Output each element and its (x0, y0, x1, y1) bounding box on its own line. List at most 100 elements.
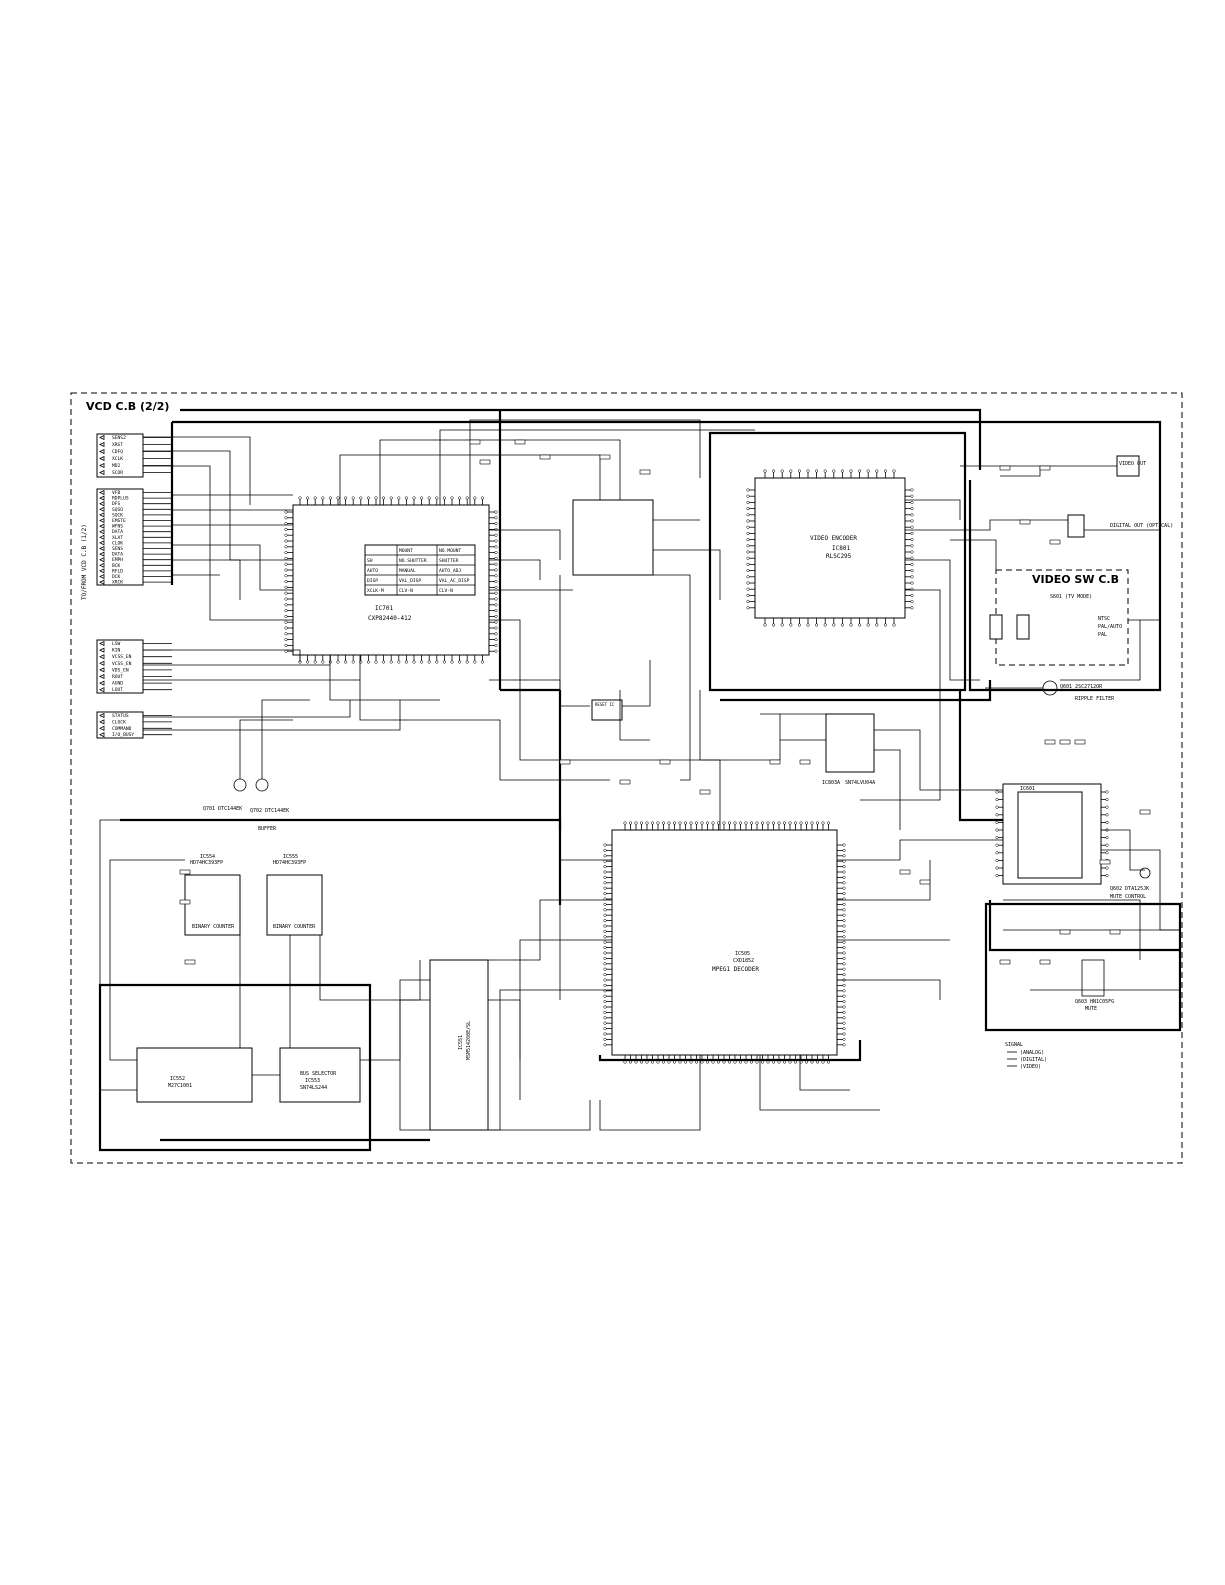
left-connector-block-3 (96, 639, 144, 694)
bottom-strip (0, 1578, 1225, 1585)
connector-label: DCK (112, 574, 121, 580)
mode-table-cell: NO.MOUNT (439, 548, 461, 554)
svg-text:BUS SELECTOR: BUS SELECTOR (300, 1071, 337, 1077)
connector-label: BCK (112, 563, 121, 569)
ic-audio-dac: IC601 (1002, 783, 1102, 885)
svg-text:(VIDEO): (VIDEO) (1020, 1064, 1041, 1070)
connector-label: EMSTE (112, 518, 126, 524)
mode-table-cell: XCLK-M (367, 588, 384, 594)
connector-label: XLAT (112, 535, 123, 541)
connector-label: CLOK (112, 540, 123, 546)
svg-text:MUTE: MUTE (1085, 1006, 1097, 1012)
connector-label: SQSO (112, 507, 123, 513)
ic-mpeg-ref: IC505 (735, 951, 750, 957)
ic-encoder-label: VIDEO ENCODER (810, 535, 857, 542)
svg-text:(ANALOG): (ANALOG) (1020, 1050, 1044, 1056)
mode-table: MOUNT NO.MOUNT SH NO.SHUTTER SHUTTER AUTO MANU… (364, 544, 476, 596)
ic-mpeg-part: CXD1852 (733, 958, 754, 964)
mode-table-cell: MANUAL (399, 568, 416, 574)
ic-main-ref: IC701 (375, 605, 393, 612)
left-connector-block-1 (96, 433, 144, 478)
ic-dram-part: MSM514260E/SL (466, 1021, 472, 1060)
svg-text:BINARY COUNTER: BINARY COUNTER (273, 924, 316, 930)
connector-label: WFNS (112, 524, 123, 530)
connector-label: STATUS (112, 713, 129, 719)
connector-label: SQCK (112, 512, 123, 518)
svg-text:Q601 2SC2712OR: Q601 2SC2712OR (1060, 684, 1103, 690)
left-connector-block-2 (96, 488, 144, 586)
ic-binary-counter-1: BINARY COUNTER IC554 HD74HC393FP (184, 854, 241, 936)
ic-bus-selector: BUS SELECTOR IC553 SN74LS244 (279, 1047, 361, 1103)
svg-text:(DIGITAL): (DIGITAL) (1020, 1057, 1047, 1063)
svg-text:RIPPLE FILTER: RIPPLE FILTER (1075, 696, 1115, 702)
connector-label: DATA (112, 529, 123, 535)
ic-dac-ref: IC601 (1020, 786, 1035, 792)
ic-reset: RESET IC (591, 699, 623, 721)
connector-label: LOUT (112, 687, 123, 693)
q601-ripple-filter: Q601 2SC2712OR RIPPLE FILTER (1042, 680, 1115, 702)
left-connector-block-4 (96, 711, 144, 739)
mode-table-cell: CLV-N (439, 588, 453, 594)
mode-table-cell: VAL_DISP (399, 578, 421, 584)
q701-q702-buffer: Q701 DTC144EK Q702 DTC144EK BUFFER (203, 778, 289, 832)
connector-label: VCSS_EN (112, 661, 132, 667)
ic-mpeg-decoder: IC505 CXD1852 MPEG1 DECODER (611, 829, 838, 1056)
svg-text:VIDEO OUT: VIDEO OUT (1119, 461, 1146, 467)
connector-label: SENS (112, 546, 123, 552)
sheet-title: VCD C.B (2/2) (86, 400, 169, 413)
signal-legend: SIGNAL (ANALOG) (DIGITAL) (VIDEO) (1005, 1042, 1047, 1070)
mode-table-cell: VAL_AC_DISP (439, 578, 470, 584)
ic-video-encoder: VIDEO ENCODER IC801 RLSC295 (754, 477, 906, 619)
video-sw-opt-pal: PAL (1098, 632, 1107, 638)
video-sw-opt-ntsc: NTSC (1098, 616, 1110, 622)
mode-table-cell: SHUTTER (439, 558, 459, 564)
ic-eprom: IC552 M27C1001 (136, 1047, 253, 1103)
connector-label: I/O_BUSY (112, 732, 134, 738)
connector-label: VFB (112, 490, 121, 496)
connector-label: EMPH (112, 557, 123, 563)
ic-dram: IC551 MSM514260E/SL (429, 959, 489, 1131)
svg-text:Q701 DTC144EK: Q701 DTC144EK (203, 806, 242, 812)
q603-mute: Q603 HN1C05FG MUTE (1075, 959, 1114, 1012)
mode-table-cell: AUTO (367, 568, 378, 574)
svg-text:Q702 DTC144EK: Q702 DTC144EK (250, 808, 289, 814)
svg-text:SN74LS244: SN74LS244 (300, 1085, 327, 1091)
connector-label: XRCK (112, 580, 123, 586)
svg-text:Q603 HN1C05FG: Q603 HN1C05FG (1075, 999, 1114, 1005)
svg-text:IC553: IC553 (305, 1078, 320, 1084)
ic-encoder-ref: IC801 (832, 545, 850, 552)
connector-label: SCOR (112, 470, 123, 476)
svg-text:Q602 DTA125JK: Q602 DTA125JK (1110, 886, 1149, 892)
connector-label: XRST (112, 442, 123, 448)
svg-text:MUTE CONTROL: MUTE CONTROL (1110, 894, 1146, 900)
side-label: TO/FROM VCD C.B (1/2) (81, 524, 88, 600)
wiring (98, 408, 1182, 1152)
connector-label: DATA (112, 552, 123, 558)
svg-text:SIGNAL: SIGNAL (1005, 1042, 1023, 1048)
connector-label: CDFQ (112, 449, 123, 455)
connector-label: VCSS_EN (112, 654, 132, 660)
video-out-jack: VIDEO OUT (1116, 455, 1146, 477)
svg-text:DIGITAL OUT (OPTICAL): DIGITAL OUT (OPTICAL) (1110, 523, 1173, 529)
connector-label: DFS (112, 501, 121, 507)
mode-table-cell: SH (367, 558, 373, 564)
ic-buffer-inverters: IC803A SN74LVU04A (822, 713, 875, 786)
connector-label: KIN (112, 648, 121, 654)
digital-out-jack: DIGITAL OUT (OPTICAL) (1067, 514, 1173, 538)
ic-main-controller: IC701 CXP82440-412 (292, 504, 490, 656)
connector-label: LSW (112, 641, 121, 647)
ic-dram-ref: IC551 (458, 1035, 464, 1050)
connector-label: ROUT (112, 674, 123, 680)
svg-text:IC552: IC552 (170, 1076, 185, 1082)
svg-text:HD74HC393FP: HD74HC393FP (190, 860, 223, 866)
connector-label: RFLD (112, 568, 123, 574)
video-sw-switch: S601 (TV MODE) (1050, 594, 1092, 600)
video-sw-opt-palauto: PAL/AUTO (1098, 624, 1122, 630)
mode-table-cell: MOUNT (399, 548, 413, 554)
connector-label: COMMAND (112, 726, 132, 732)
mode-table-cell: NO.SHUTTER (399, 558, 427, 564)
connector-label: XCLK (112, 456, 123, 462)
q602-mute-control: Q602 DTA125JK MUTE CONTROL (1110, 867, 1151, 900)
connector-label: CLOCK (112, 719, 126, 725)
